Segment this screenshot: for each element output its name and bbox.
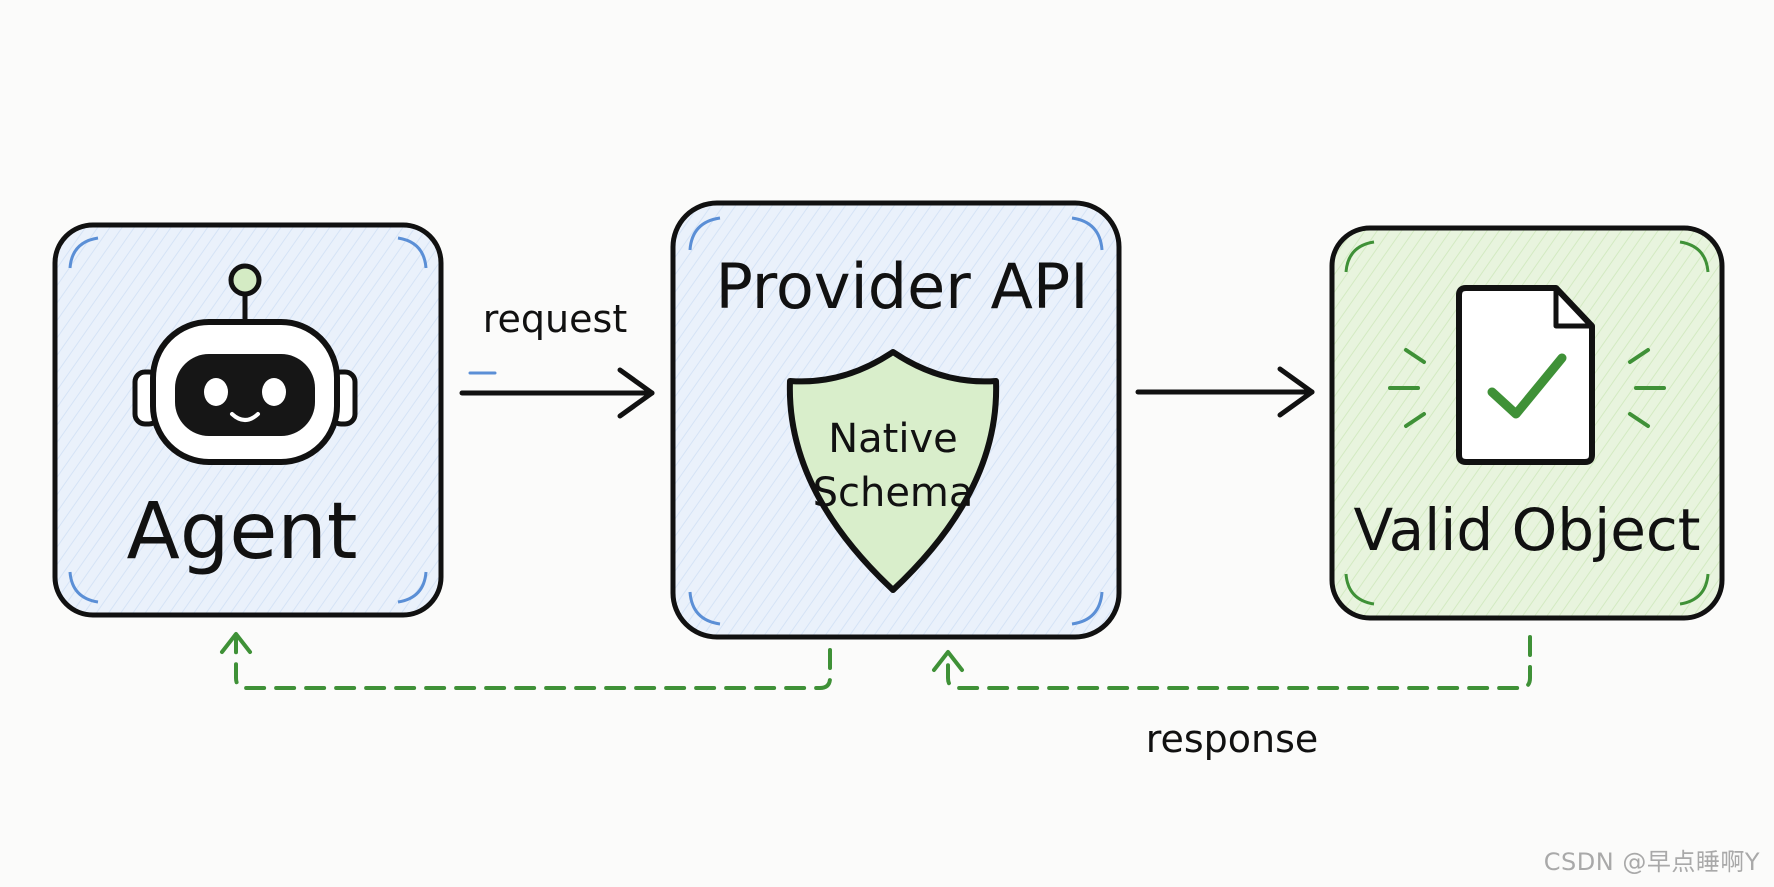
agent-node: Agent: [52, 222, 444, 618]
corner-accent: [397, 236, 428, 269]
robot-icon: [132, 263, 358, 465]
document-check-icon: [1456, 285, 1595, 465]
corner-accent: [1071, 216, 1104, 251]
sparkle-rays: [1388, 348, 1666, 428]
corner-accent: [1679, 240, 1710, 273]
corner-accent: [688, 216, 721, 251]
response-path-to-agent: [220, 632, 832, 690]
response-path-to-provider: [932, 635, 1532, 690]
agent-label: Agent: [127, 487, 358, 577]
response-label: response: [1146, 717, 1319, 761]
corner-accent: [397, 571, 428, 604]
valid-object-node: Valid Object: [1329, 225, 1725, 621]
shield-label-line1: Native: [828, 416, 958, 462]
provider-api-node: Provider API Native Schema: [670, 200, 1122, 640]
watermark: CSDN @早点睡啊Y: [1543, 848, 1760, 876]
corner-accent: [68, 236, 99, 269]
corner-accent: [1344, 573, 1375, 606]
corner-accent: [1679, 573, 1710, 606]
corner-accent: [1071, 591, 1104, 626]
corner-accent: [68, 571, 99, 604]
shield-label-line2: Schema: [813, 470, 974, 516]
request-arrow: request: [459, 297, 655, 419]
request-label: request: [483, 297, 627, 341]
shield-icon: Native Schema: [786, 349, 1000, 593]
corner-accent: [688, 591, 721, 626]
valid-object-label: Valid Object: [1353, 496, 1700, 564]
corner-accent: [1344, 240, 1375, 273]
output-arrow: [1135, 366, 1315, 418]
provider-api-label: Provider API: [715, 250, 1088, 323]
